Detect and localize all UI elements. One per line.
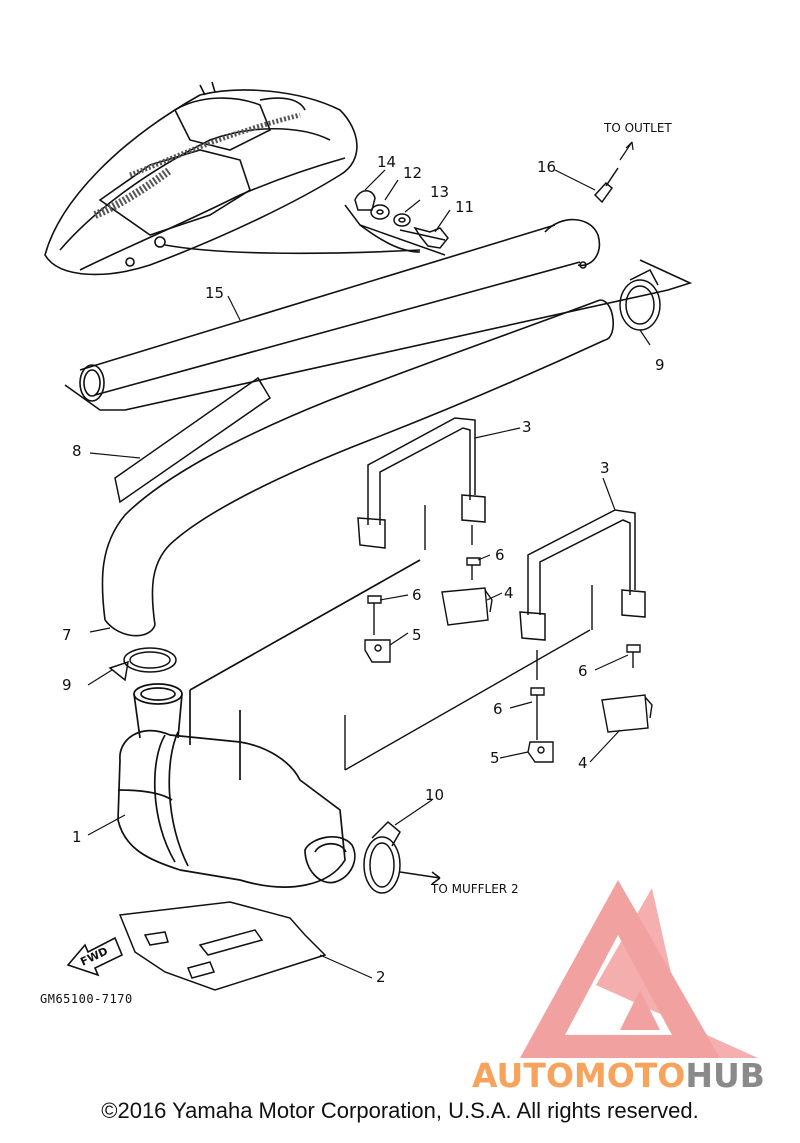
callout-6-d: 6: [493, 700, 503, 718]
callout-5-upper: 5: [412, 626, 422, 644]
callout-4-lower: 4: [578, 754, 588, 772]
callout-8: 8: [72, 442, 82, 460]
pad-8: [114, 376, 272, 504]
pipe-15: [64, 218, 693, 411]
note-to-outlet: TO OUTLET: [603, 121, 672, 135]
callout-2: 2: [376, 968, 386, 986]
outlet-fittings: [344, 141, 634, 256]
callout-3-lower: 3: [600, 459, 610, 477]
callout-6-c: 6: [578, 662, 588, 680]
callout-12: 12: [403, 164, 422, 182]
watermark-brand-part2: HUB: [685, 1056, 765, 1095]
callout-3-upper: 3: [522, 418, 532, 436]
plate-2: [118, 901, 327, 991]
callout-10: 10: [425, 786, 444, 804]
callout-7: 7: [62, 626, 72, 644]
leader-lines: [87, 169, 651, 979]
copyright-notice: ©2016 Yamaha Motor Corporation, U.S.A. A…: [101, 1098, 699, 1123]
callout-6-b: 6: [412, 586, 422, 604]
callout-6-a: 6: [495, 546, 505, 564]
callout-1: 1: [72, 828, 82, 846]
drawing-code: GM65100-7170: [40, 992, 133, 1006]
callout-labels: 14 12 13 11 16 TO OUTLET 15 9 8 3 3 6 6 …: [40, 121, 672, 1006]
note-to-muffler: TO MUFFLER 2: [430, 882, 519, 896]
hose-7: [101, 299, 615, 637]
callout-11: 11: [455, 198, 474, 216]
callout-15: 15: [205, 284, 224, 302]
watermark-wordmark: AUTOMOTOHUB: [472, 1056, 765, 1096]
fwd-arrow-icon: FWD: [66, 936, 124, 977]
callout-5-lower: 5: [490, 749, 500, 767]
clamps-9: [108, 269, 661, 682]
watermark-brand-part1: AUTOMOTO: [472, 1056, 686, 1095]
watercraft-inset: [44, 81, 421, 276]
bracket-hardware: [344, 505, 653, 771]
callout-4-upper: 4: [504, 584, 514, 602]
straps-3: [357, 417, 646, 641]
callout-13: 13: [430, 183, 449, 201]
callout-16: 16: [537, 158, 556, 176]
watermark-logo: [520, 880, 758, 1058]
callout-14: 14: [377, 153, 396, 171]
callout-9-lower: 9: [62, 676, 72, 694]
callout-9-upper: 9: [655, 356, 665, 374]
clamp-10: [363, 820, 441, 894]
muffler-1: [117, 559, 421, 888]
